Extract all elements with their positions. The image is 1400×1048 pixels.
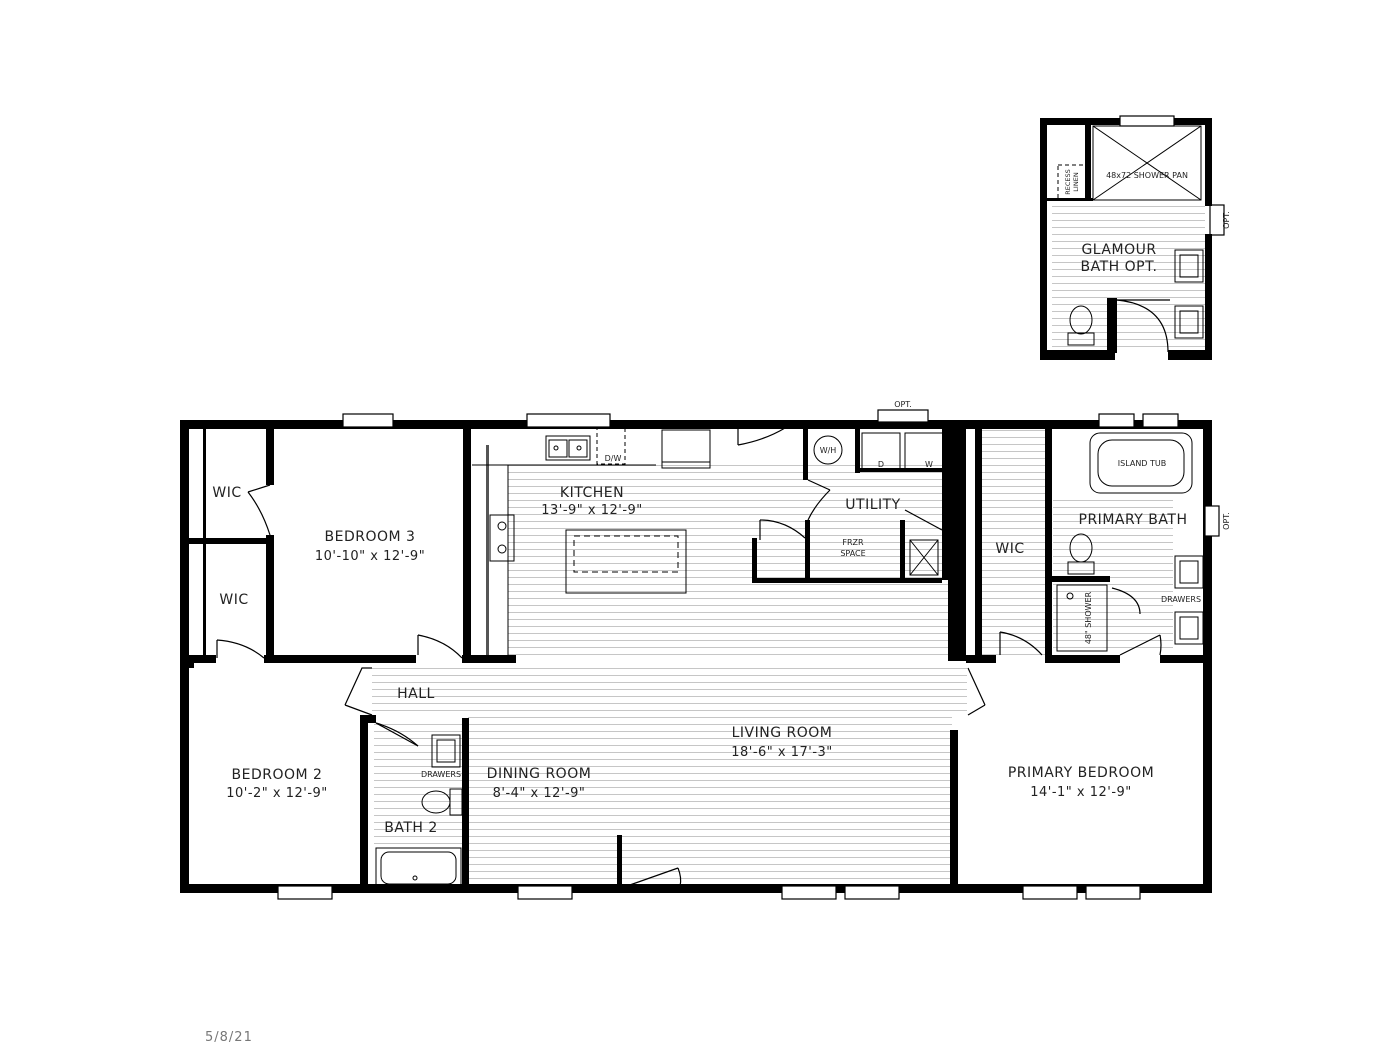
- dining-dims: 8'-4" x 12'-9": [493, 786, 586, 801]
- interior-walls: [186, 425, 1210, 893]
- wh-label: W/H: [820, 446, 837, 455]
- recess-linen-label-2: LINEN: [1072, 172, 1080, 192]
- opt-label-top: OPT.: [894, 400, 912, 409]
- washer-label: W: [925, 460, 933, 469]
- frzr-label-1: FRZR: [842, 538, 864, 547]
- kitchen-dims: 13'-9" x 12'-9": [541, 503, 643, 518]
- windows: [277, 115, 1225, 900]
- bedroom2-dims: 10'-2" x 12'-9": [226, 786, 328, 801]
- dryer-label: D: [878, 460, 884, 469]
- primary-bedroom-dims: 14'-1" x 12'-9": [1030, 785, 1132, 800]
- date-stamp: 5/8/21: [205, 1030, 253, 1045]
- wic-label-primary: WIC: [995, 541, 1024, 557]
- fixture-labels: D/W W/H D W FRZR SPACE ISLAND TUB DRAWER…: [421, 169, 1231, 779]
- kitchen-label: KITCHEN: [560, 485, 624, 501]
- bedroom3-label: BEDROOM 3: [325, 529, 416, 545]
- primary-bedroom-label: PRIMARY BEDROOM: [1008, 765, 1154, 781]
- living-dims: 18'-6" x 17'-3": [731, 745, 833, 760]
- recess-linen-label-1: RECESS: [1064, 169, 1072, 195]
- primary-bath-label: PRIMARY BATH: [1079, 512, 1188, 528]
- doors: [216, 299, 1170, 887]
- floor-hatching: [372, 200, 1205, 888]
- kitchen-fixtures: [472, 427, 944, 660]
- wic-label-top: WIC: [212, 485, 241, 501]
- opt-label-primary: OPT.: [1222, 512, 1231, 530]
- wic-label-bottom: WIC: [219, 592, 248, 608]
- drawers-label-primary: DRAWERS: [1161, 595, 1201, 604]
- bath-fixtures: [375, 125, 1204, 889]
- utility-label: UTILITY: [845, 497, 900, 513]
- bedroom2-label: BEDROOM 2: [232, 767, 323, 783]
- shower-pan-label: 48x72 SHOWER PAN: [1106, 171, 1188, 180]
- opt-label-glamour: OPT.: [1222, 211, 1231, 229]
- bath2-label: BATH 2: [384, 820, 438, 836]
- bedroom3-dims: 10'-10" x 12'-9": [315, 549, 425, 564]
- room-labels: KITCHEN 13'-9" x 12'-9" UTILITY BEDROOM …: [212, 242, 1187, 836]
- drawers-label-bath2: DRAWERS: [421, 770, 461, 779]
- shower48-label: 48" SHOWER: [1084, 591, 1093, 644]
- frzr-label-2: SPACE: [840, 549, 865, 558]
- hall-label: HALL: [397, 686, 435, 702]
- glamour-bath-label-2: BATH OPT.: [1081, 259, 1158, 275]
- dining-label: DINING ROOM: [487, 766, 592, 782]
- dw-label: D/W: [605, 454, 622, 463]
- glamour-bath-label-1: GLAMOUR: [1081, 242, 1156, 258]
- glamour-bath-walls: [1040, 118, 1212, 360]
- living-label: LIVING ROOM: [732, 725, 833, 741]
- island-tub-label: ISLAND TUB: [1118, 459, 1166, 468]
